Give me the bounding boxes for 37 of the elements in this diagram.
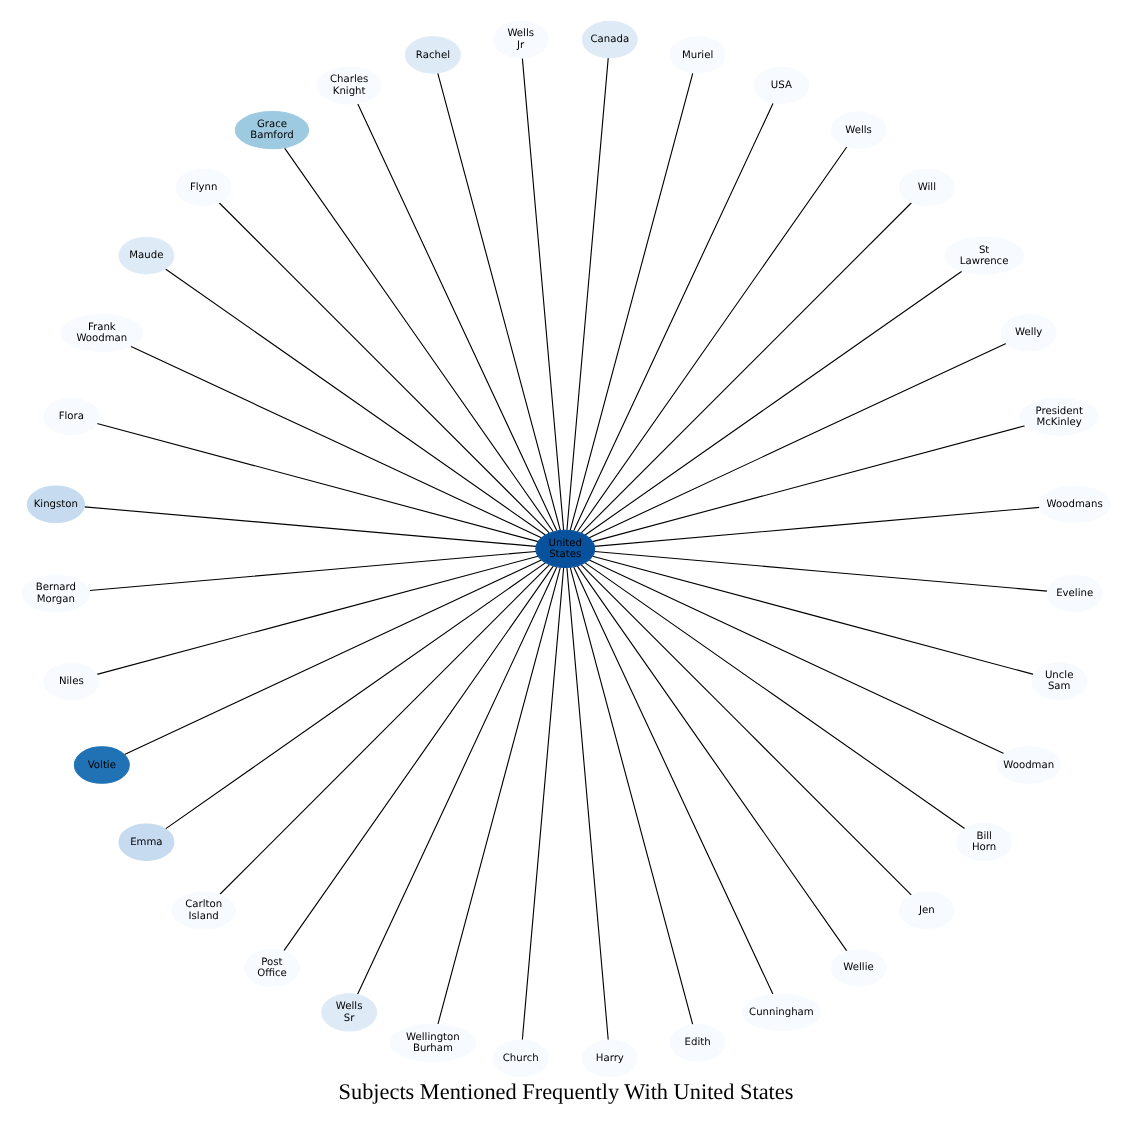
connector xyxy=(520,57,564,531)
diagram-title: Subjects Mentioned Frequently With United States xyxy=(337,1080,793,1105)
connector xyxy=(163,268,545,536)
connector xyxy=(592,550,1047,592)
connector xyxy=(592,506,1040,547)
connector xyxy=(565,57,608,531)
connector xyxy=(282,565,553,952)
connector xyxy=(579,202,911,534)
connector xyxy=(587,559,1004,754)
connector xyxy=(217,202,549,534)
connector xyxy=(436,72,560,531)
connector xyxy=(575,146,847,533)
connector xyxy=(583,270,962,536)
connector xyxy=(591,555,1034,675)
connector xyxy=(163,562,545,830)
connector xyxy=(88,550,536,592)
connector xyxy=(572,102,773,532)
connector xyxy=(579,564,911,896)
connector xyxy=(129,345,541,539)
connector xyxy=(520,567,564,1041)
connector xyxy=(568,566,693,1026)
connector xyxy=(572,566,773,995)
connector xyxy=(583,562,965,830)
connector xyxy=(123,559,541,755)
connector xyxy=(218,564,549,895)
connector xyxy=(575,565,847,952)
connector xyxy=(587,342,1006,539)
connector xyxy=(436,566,560,1025)
connector xyxy=(356,103,557,532)
connector xyxy=(568,72,693,531)
connector xyxy=(565,567,608,1041)
connector xyxy=(283,147,553,533)
connector xyxy=(95,422,538,543)
connector xyxy=(356,566,557,995)
connector xyxy=(82,506,536,547)
connector xyxy=(95,555,538,675)
connector xyxy=(591,425,1025,543)
